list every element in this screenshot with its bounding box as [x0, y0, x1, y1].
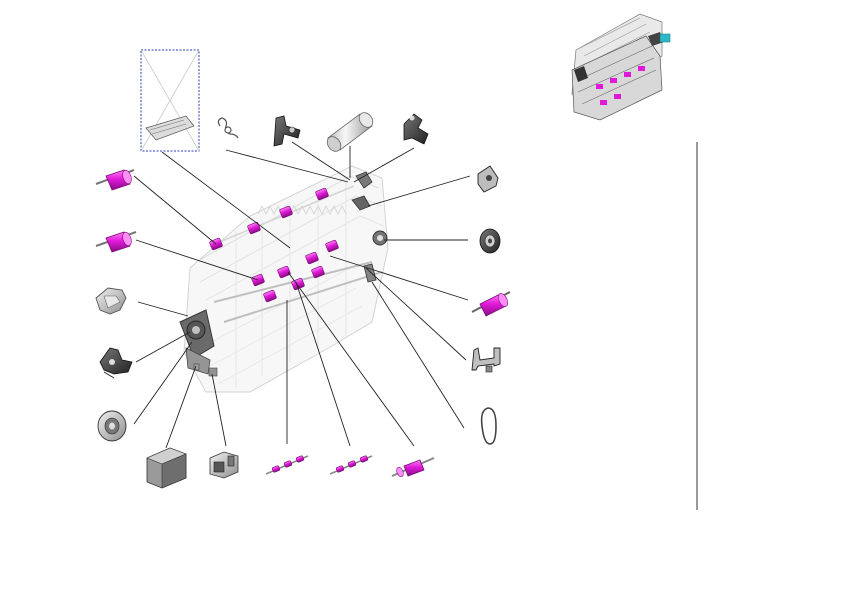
shaft-roller: [347, 460, 357, 468]
side-bracket-part[interactable]: [99, 347, 133, 379]
installed-roller: [305, 251, 319, 265]
lever-bracket-part[interactable]: [273, 115, 301, 147]
leader-power-box: [165, 365, 197, 449]
gear-pulley-part[interactable]: [479, 228, 501, 254]
leader-placeholder: [161, 151, 291, 249]
leader-solenoid: [211, 373, 227, 447]
installed-roller: [279, 205, 293, 219]
shaft-roller: [283, 460, 293, 468]
right-end-gear: [351, 171, 388, 283]
leader-shaft-right: [287, 271, 415, 447]
roller-top-left-part[interactable]: [95, 169, 135, 191]
leader-roller-mid-left: [135, 239, 259, 281]
leader-roller-right: [329, 255, 469, 301]
leader-gear-wheel: [133, 341, 193, 425]
shaft-right-part[interactable]: [391, 457, 435, 478]
shaft-roller: [359, 455, 369, 463]
drive-belt-part[interactable]: [480, 407, 497, 445]
installed-roller: [315, 187, 329, 201]
roller-mid-left-part[interactable]: [95, 231, 137, 253]
leader-arm: [353, 147, 415, 183]
leader-mount-bracket: [365, 267, 467, 361]
installed-roller: [277, 265, 291, 279]
leader-spring: [225, 149, 349, 183]
installed-roller: [311, 265, 325, 279]
leader-lines: [133, 141, 471, 449]
assembly-thumbnail[interactable]: [556, 6, 680, 134]
cam-gear-part[interactable]: [95, 287, 127, 315]
shaft-roller: [335, 465, 345, 473]
shaft-roller: [271, 465, 281, 473]
mount-bracket-part[interactable]: [471, 347, 501, 373]
leader-side-bracket: [135, 331, 191, 363]
leader-shaft-mid: [295, 281, 351, 447]
solenoid-part[interactable]: [209, 451, 239, 479]
leader-cam-bracket: [367, 175, 471, 207]
leader-cam-gear: [137, 301, 189, 317]
installed-roller: [263, 289, 277, 303]
power-box-part[interactable]: [146, 447, 187, 489]
gear-wheel-part[interactable]: [97, 410, 127, 442]
leader-lever-bracket: [291, 141, 351, 181]
leader-roller-top-left: [133, 175, 217, 245]
installed-roller: [325, 239, 339, 253]
leader-belt: [371, 281, 465, 429]
shaft-roller: [295, 455, 305, 463]
installed-roller: [247, 221, 261, 235]
arm-lever-part[interactable]: [403, 113, 429, 145]
shaft-left-part[interactable]: [265, 455, 309, 475]
spring-part[interactable]: [217, 117, 239, 139]
image-placeholder-part[interactable]: [140, 49, 200, 152]
feed-roller-right-part[interactable]: [471, 291, 511, 317]
main-assembly-frame: [179, 165, 389, 393]
cam-bracket-part[interactable]: [477, 165, 499, 193]
tube-sleeve-part[interactable]: [324, 110, 375, 154]
shaft-mid-part[interactable]: [329, 455, 373, 475]
